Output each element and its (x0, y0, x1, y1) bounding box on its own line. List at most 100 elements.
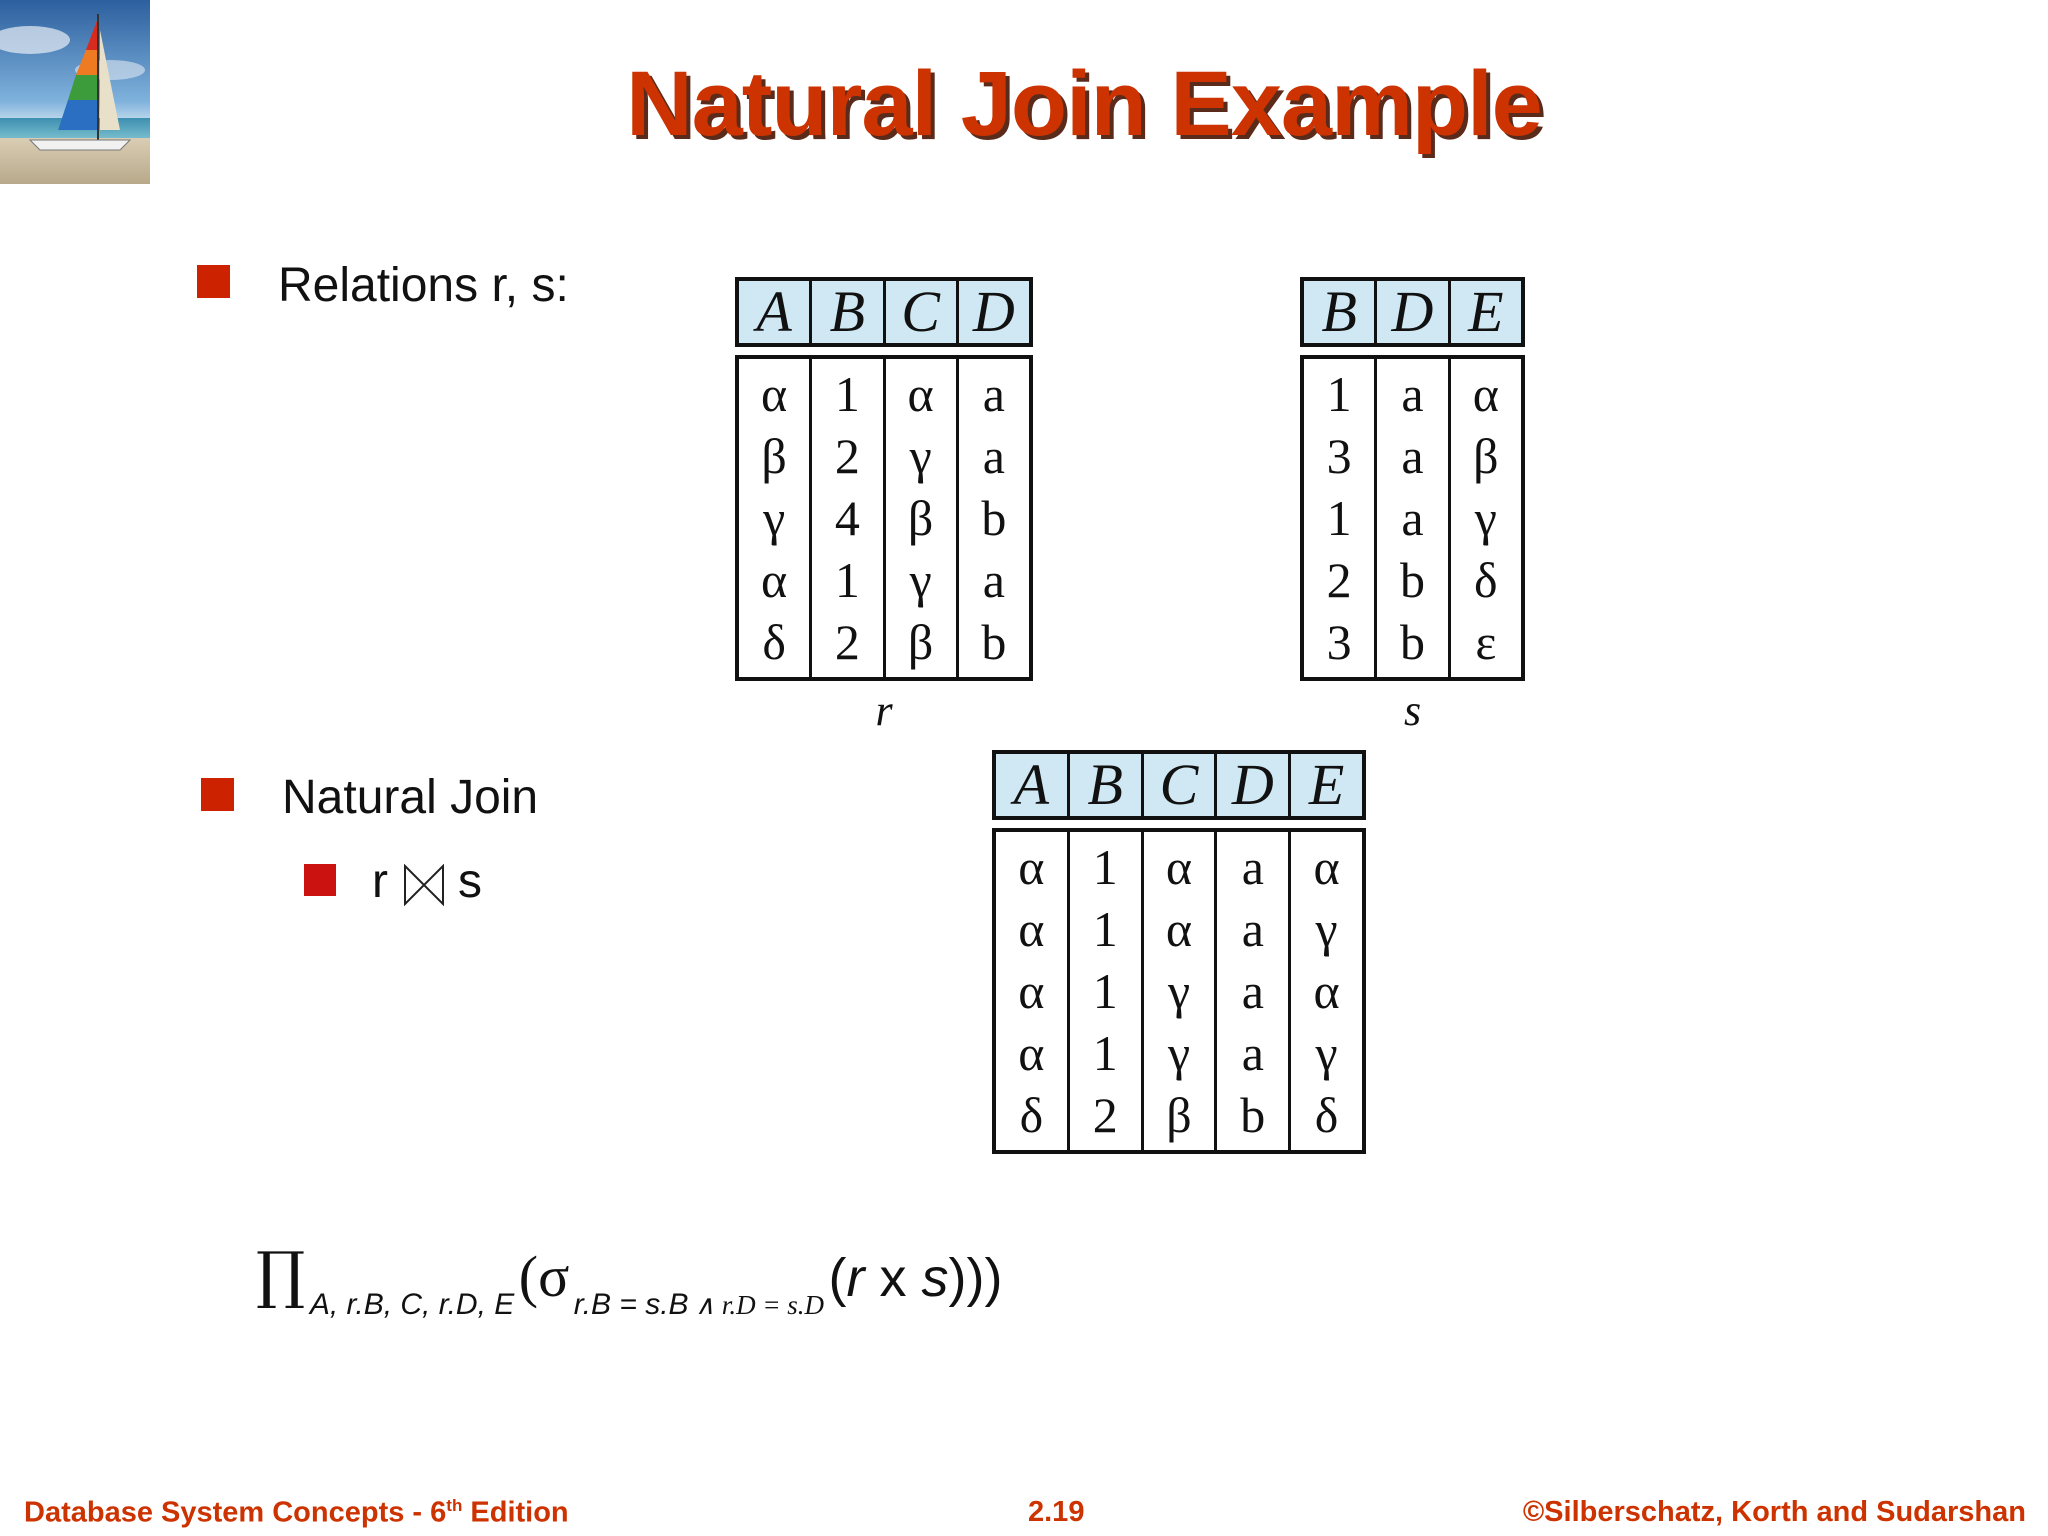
table-cell: 1 (1092, 901, 1118, 957)
table-cell: α (1018, 839, 1045, 895)
slide-title: Natural Join Example (626, 53, 1543, 155)
bowtie-join-icon (404, 864, 444, 906)
table-cell: 2 (1326, 552, 1352, 608)
table-cell: γ (1167, 963, 1191, 1019)
column-header: E (1308, 752, 1345, 817)
table-cell: 2 (834, 614, 860, 670)
table-cell: 1 (1326, 366, 1352, 422)
table-cell: 2 (1092, 1087, 1118, 1143)
column-c: α γ β γ β (886, 359, 959, 677)
table-cell: γ (763, 490, 786, 546)
table-cell: a (1241, 839, 1264, 895)
formula-s: s (921, 1248, 949, 1308)
relation-r-header: A B C D (735, 277, 1033, 347)
bullet-natural-join: Natural Join (282, 771, 539, 824)
footer-page-number: 2.19 (1028, 1496, 1085, 1528)
table-cell: 1 (1092, 839, 1118, 895)
table-cell: a (1401, 366, 1424, 422)
column-header: D (1377, 281, 1451, 343)
table-cell: 3 (1326, 614, 1352, 670)
relation-s-body: 1 3 1 2 3 a a a b b α β γ δ ε (1300, 355, 1525, 681)
table-cell: 1 (1326, 490, 1352, 546)
projection-symbol: ∏ (256, 1238, 306, 1311)
table-cell: γ (1315, 901, 1338, 957)
table-cell: β (907, 490, 934, 546)
result-body: α α α α δ 1 1 1 1 2 α α γ γ β a a a a b (992, 828, 1366, 1154)
column-header: D (972, 279, 1015, 344)
column-a: α β γ α δ (739, 359, 813, 677)
formula-cross: x (864, 1248, 922, 1308)
table-cell: a (982, 428, 1005, 484)
table-cell: α (1313, 839, 1340, 895)
table-cell: β (1166, 1087, 1192, 1143)
result-header: A B C D E (992, 750, 1366, 820)
join-expression-right: s (458, 855, 482, 908)
footer-book-main: Database System Concepts - 6 (24, 1496, 447, 1529)
table-cell: γ (1315, 1025, 1338, 1081)
sailboat-icon (0, 0, 150, 184)
column-header: C (1144, 754, 1218, 816)
footer-book-sup: th (446, 1496, 463, 1515)
relation-s-caption: s (1403, 686, 1422, 735)
table-cell: δ (1474, 552, 1498, 608)
relation-r-body: α β γ α δ 1 2 4 1 2 α γ β γ β a a b a b (735, 355, 1033, 681)
table-cell: a (1241, 1025, 1264, 1081)
column-c: α α γ γ β (1144, 832, 1218, 1150)
bullet-marker (197, 265, 230, 298)
table-cell: 1 (1092, 1025, 1118, 1081)
table-cell: γ (909, 428, 932, 484)
table-cell: b (1240, 1087, 1266, 1143)
table-cell: b (1399, 552, 1425, 608)
table-cell: β (907, 614, 934, 670)
formula-open: ( (828, 1248, 847, 1308)
table-cell: α (1313, 963, 1340, 1019)
column-header: B (1070, 754, 1144, 816)
table-cell: α (1018, 1025, 1045, 1081)
open-paren: ( (518, 1244, 539, 1309)
table-cell: γ (1167, 1025, 1191, 1081)
relation-s-table: B D E 1 3 1 2 3 a a a b b α β γ δ ε s (1300, 277, 1525, 736)
table-cell: 1 (834, 552, 860, 608)
table-cell: b (981, 614, 1007, 670)
column-a: α α α α δ (996, 832, 1070, 1150)
column-d: a a a b b (1377, 359, 1451, 677)
column-b: 1 3 1 2 3 (1304, 359, 1378, 677)
relation-r-caption: r (875, 686, 893, 735)
table-cell: α (1165, 901, 1193, 957)
table-cell: b (1399, 614, 1425, 670)
table-cell: β (1473, 428, 1499, 484)
relation-r-table: A B C D α β γ α δ 1 2 4 1 2 α γ β γ β a … (735, 277, 1033, 736)
table-cell: b (981, 490, 1007, 546)
table-cell: α (761, 552, 788, 608)
table-cell: ε (1475, 614, 1497, 670)
table-cell: a (982, 552, 1005, 608)
formula-r: r (846, 1248, 865, 1308)
footer-book-end: Edition (462, 1496, 569, 1529)
column-header: E (1468, 279, 1504, 344)
column-d: a a a a b (1217, 832, 1292, 1150)
table-cell: δ (1314, 1087, 1339, 1143)
column-header: B (1304, 281, 1378, 343)
table-cell: δ (762, 614, 786, 670)
column-header: D (1217, 754, 1292, 816)
table-cell: α (1018, 963, 1045, 1019)
table-cell: α (1018, 901, 1045, 957)
table-cell: 2 (834, 428, 860, 484)
selection-symbol: σ (538, 1244, 570, 1309)
table-cell: δ (1019, 1087, 1044, 1143)
table-cell: α (907, 366, 934, 422)
table-cell: α (1472, 366, 1499, 422)
result-table: A B C D E α α α α δ 1 1 1 1 2 α α γ γ β … (992, 750, 1366, 1154)
table-cell: a (1401, 490, 1424, 546)
table-cell: 4 (834, 490, 860, 546)
selection-condition-b: r.B = s.B (573, 1288, 689, 1321)
table-cell: γ (909, 552, 932, 608)
column-b: 1 1 1 1 2 (1070, 832, 1144, 1150)
table-cell: β (761, 428, 787, 484)
table-cell: α (1165, 839, 1193, 895)
formula-close: ))) (948, 1248, 1003, 1308)
column-e: α γ α γ δ (1291, 832, 1362, 1150)
table-cell: 1 (834, 366, 860, 422)
table-cell: γ (1474, 490, 1497, 546)
column-header: A (739, 281, 813, 343)
